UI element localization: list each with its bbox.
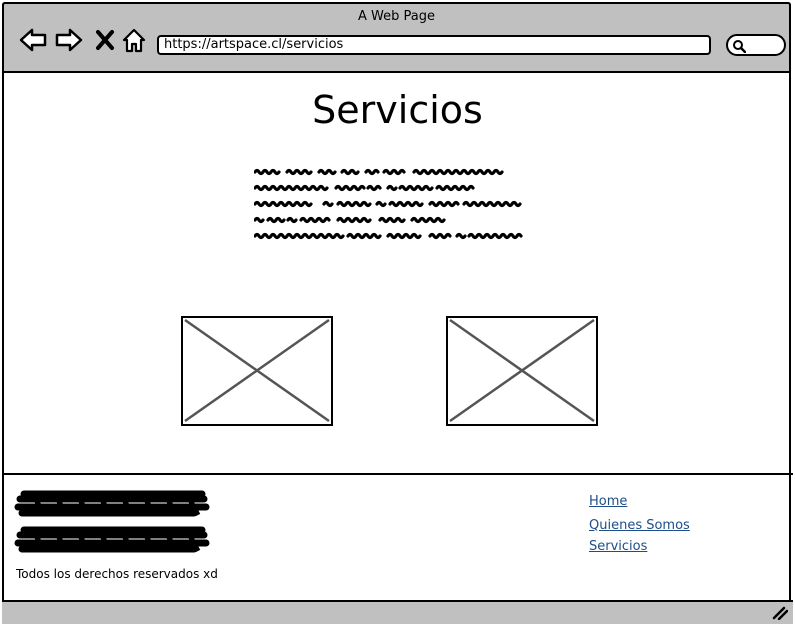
footer-scribble-logo-line-1	[14, 490, 210, 517]
footer-scribble-logo-line-2	[14, 526, 210, 553]
footer-link-servicios[interactable]: Servicios	[589, 539, 648, 554]
window-title: A Web Page	[358, 9, 435, 24]
copyright-text: Todos los derechos reservados xd	[16, 567, 218, 581]
status-bar	[2, 600, 793, 624]
home-icon[interactable]	[121, 26, 147, 54]
footer-divider	[2, 473, 793, 475]
page-title: Servicios	[312, 88, 483, 132]
forward-arrow-icon[interactable]	[54, 26, 84, 54]
resize-grip-icon[interactable]	[772, 606, 788, 620]
back-arrow-icon[interactable]	[18, 26, 48, 54]
image-placeholder-1	[181, 316, 333, 426]
search-box[interactable]	[726, 34, 786, 56]
close-icon[interactable]	[95, 26, 115, 54]
url-bar[interactable]: https://artspace.cl/servicios	[157, 35, 711, 55]
footer-link-home[interactable]: Home	[589, 494, 628, 509]
placeholder-paragraph	[254, 168, 523, 240]
image-placeholder-2	[446, 316, 598, 426]
browser-toolbar: A Web Page https://artspace.cl/servicios	[2, 2, 791, 73]
footer-link-quienes-somos[interactable]: Quienes Somos	[589, 518, 690, 533]
search-icon	[733, 40, 746, 53]
